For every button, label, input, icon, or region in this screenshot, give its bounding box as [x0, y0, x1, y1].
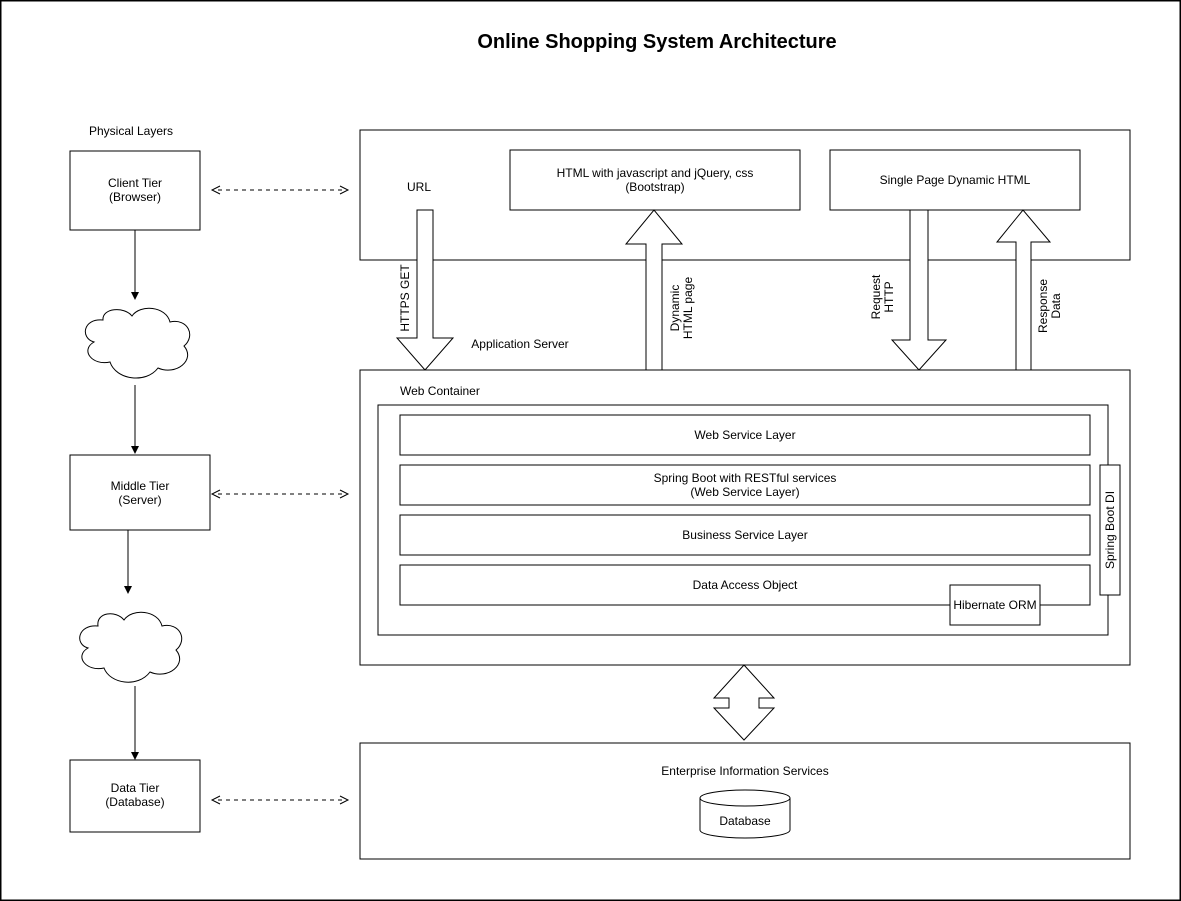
arrowhead — [131, 292, 139, 300]
https-get-arrow — [395, 209, 455, 371]
client-tier-label: Client Tier — [108, 176, 162, 190]
arrowhead — [131, 446, 139, 454]
physical-layers-heading: Physical Layers — [89, 124, 173, 138]
dynamic-html-label-2: HTML page — [681, 277, 695, 340]
business-service-layer-label: Business Service Layer — [682, 528, 807, 542]
network-cloud-icon — [84, 307, 191, 379]
request-http-label-1: Request — [869, 274, 883, 319]
middle-tier-box: Middle Tier (Server) — [69, 454, 211, 531]
web-container-label: Web Container — [400, 384, 480, 398]
response-data-arrow — [995, 209, 1052, 371]
middle-tier-sublabel: (Server) — [118, 493, 161, 507]
hibernate-orm-box: Hibernate ORM — [949, 584, 1041, 626]
middle-tier-label: Middle Tier — [111, 479, 170, 493]
data-tier-link — [210, 795, 350, 805]
data-access-object-label: Data Access Object — [693, 578, 798, 592]
request-http-arrow — [890, 209, 948, 371]
spa-client-label: Single Page Dynamic HTML — [880, 173, 1031, 187]
data-tier-label: Data Tier — [111, 781, 160, 795]
diagram-title: Online Shopping System Architecture — [477, 31, 836, 53]
data-tier-box: Data Tier (Database) — [69, 759, 201, 833]
middle-tier-link — [210, 489, 350, 499]
application-server-label: Application Server — [471, 337, 568, 351]
spring-boot-layer-sublabel: (Web Service Layer) — [690, 485, 799, 499]
spring-boot-di-box: Spring Boot DI — [1099, 464, 1121, 596]
spring-boot-di-label: Spring Boot DI — [1103, 491, 1117, 569]
server-eis-double-arrow — [712, 664, 776, 741]
data-tier-sublabel: (Database) — [105, 795, 164, 809]
request-http-label-2: HTTP — [882, 281, 896, 312]
web-service-layer: Web Service Layer — [399, 414, 1091, 456]
network-cloud-icon — [79, 611, 183, 683]
database-label: Database — [719, 814, 771, 828]
dynamic-html-label-1: Dynamic — [668, 285, 682, 332]
eis-label: Enterprise Information Services — [661, 764, 828, 778]
database-cylinder-icon: Database — [699, 789, 791, 839]
arrowhead — [124, 586, 132, 594]
client-tier-sublabel: (Browser) — [109, 190, 161, 204]
spring-boot-layer: Spring Boot with RESTful services (Web S… — [399, 464, 1091, 506]
url-label: URL — [407, 180, 431, 194]
dynamic-html-arrow — [624, 209, 684, 371]
web-service-layer-label: Web Service Layer — [694, 428, 795, 442]
html-client-sublabel: (Bootstrap) — [625, 180, 684, 194]
spa-client-box: Single Page Dynamic HTML — [829, 149, 1081, 211]
response-data-label-2: Data — [1049, 293, 1063, 319]
spring-boot-layer-label: Spring Boot with RESTful services — [654, 471, 837, 485]
business-service-layer: Business Service Layer — [399, 514, 1091, 556]
client-tier-box: Client Tier (Browser) — [69, 150, 201, 231]
arrowhead — [131, 752, 139, 760]
html-client-label: HTML with javascript and jQuery, css — [557, 166, 754, 180]
html-client-box: HTML with javascript and jQuery, css (Bo… — [509, 149, 801, 211]
response-data-label-1: Response — [1036, 279, 1050, 333]
client-tier-link — [210, 185, 350, 195]
https-get-label: HTTPS GET — [398, 264, 412, 332]
hibernate-orm-label: Hibernate ORM — [953, 598, 1036, 612]
